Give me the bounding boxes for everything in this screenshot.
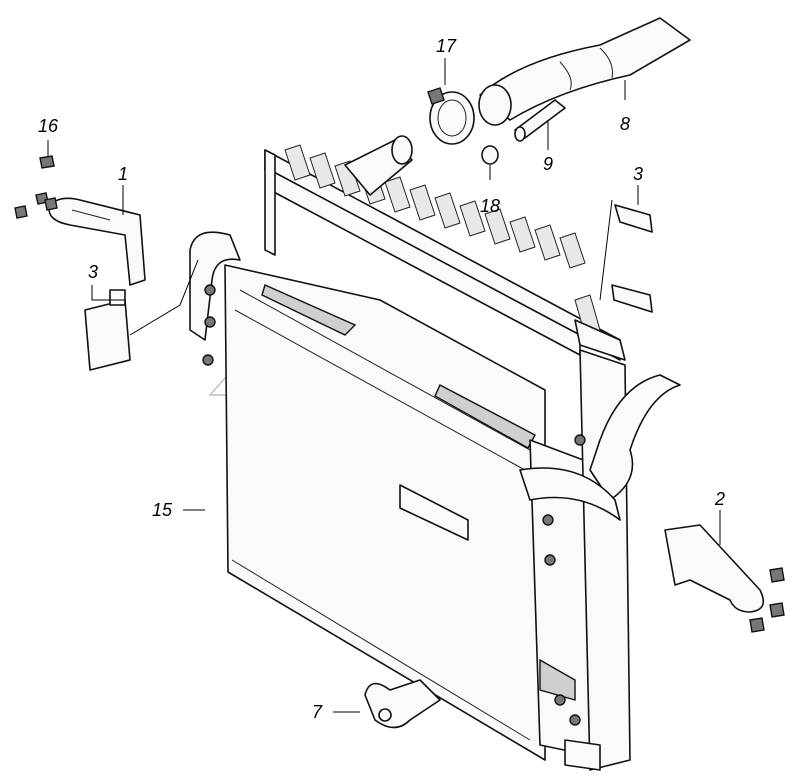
upper-inlet-pipe <box>344 135 413 196</box>
callout-labels: 1 2 3 3 7 8 9 15 16 17 18 <box>38 36 725 722</box>
hose-8 <box>478 17 691 126</box>
bracket-2 <box>664 524 785 633</box>
right-hose <box>519 374 681 521</box>
bracket-7 <box>364 679 441 729</box>
callout-7: 7 <box>312 702 323 722</box>
callout-15: 15 <box>152 500 173 520</box>
callout-3-left: 3 <box>88 262 98 282</box>
bracket-3-left <box>84 289 131 371</box>
radiator-fins <box>284 144 601 336</box>
radiator-core-front <box>224 264 546 761</box>
callout-18: 18 <box>480 196 500 216</box>
bolts-16 <box>14 155 58 219</box>
callout-17: 17 <box>436 36 457 56</box>
callout-1: 1 <box>118 164 128 184</box>
radiator-core-rear <box>264 144 626 361</box>
brackets-3-right <box>611 204 653 313</box>
callout-3-right: 3 <box>633 164 643 184</box>
callout-16: 16 <box>38 116 59 136</box>
callout-8: 8 <box>620 114 630 134</box>
clamp-17 <box>427 87 475 145</box>
clamp-18 <box>481 145 499 165</box>
callout-9: 9 <box>543 154 553 174</box>
leader-lines <box>47 58 721 713</box>
left-side-hose <box>189 231 241 366</box>
right-side-frame <box>529 349 631 771</box>
pipe-9 <box>514 99 566 142</box>
callout-2: 2 <box>714 489 725 509</box>
bracket-1 <box>48 197 146 286</box>
